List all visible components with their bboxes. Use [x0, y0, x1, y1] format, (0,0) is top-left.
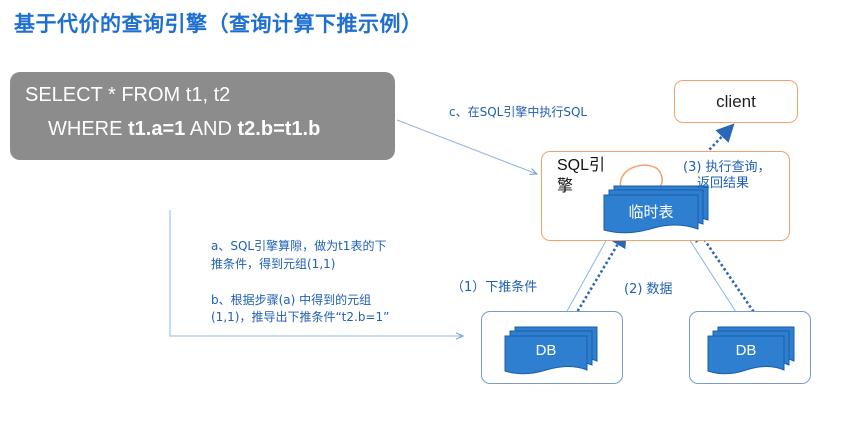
- step-3-label-line1: (3) 执行查询，: [683, 160, 771, 175]
- temp-table-label: 临时表: [628, 204, 674, 221]
- sql-engine-label: SQL引擎: [557, 157, 606, 195]
- client-box: client: [674, 80, 798, 123]
- db2-label: DB: [735, 342, 757, 359]
- db1-stack: [504, 326, 598, 375]
- step-3-label-line2: 返回结果: [697, 176, 750, 191]
- page-title: 基于代价的查询引擎（查询计算下推示例）: [14, 12, 423, 36]
- sql-and-keyword: AND: [185, 118, 238, 140]
- sql-query-box: SELECT * FROM t1, t2 WHERE t1.a=1 AND t2…: [10, 72, 395, 160]
- temp-to-db1-line: [561, 229, 613, 322]
- step-b-label-line1: b、根据步骤(a) 中得到的元组: [211, 293, 372, 307]
- sql-where-line: WHERE t1.a=1 AND t2.b=t1.b: [48, 118, 320, 141]
- sql-where-keyword: WHERE: [48, 118, 128, 140]
- step-b-label-line2: (1,1)，推导出下推条件“t2.b=1”: [211, 310, 390, 324]
- sql-to-db1-line: [169, 210, 463, 336]
- sql-to-engine-line: [396, 119, 537, 174]
- step-2-label: (2) 数据: [624, 282, 673, 297]
- db2-stack: [707, 326, 795, 375]
- sql-select-line: SELECT * FROM t1, t2: [25, 84, 231, 106]
- step-a-label-line1: a、SQL引擎算隙，做为t1表的下: [211, 239, 387, 253]
- step-a-label-line2: 推条件，得到元组(1,1): [211, 257, 336, 271]
- engine-loop-arrow: [619, 164, 663, 193]
- step-1-label: （1）下推条件: [451, 280, 538, 295]
- sql-cond2: t2.b=t1.b: [237, 118, 321, 140]
- step-c-label: c、在SQL引擎中执行SQL: [449, 105, 588, 119]
- temp-table-stack: [603, 185, 709, 234]
- sql-cond1: t1.a=1: [128, 118, 186, 140]
- db1-label: DB: [535, 342, 557, 359]
